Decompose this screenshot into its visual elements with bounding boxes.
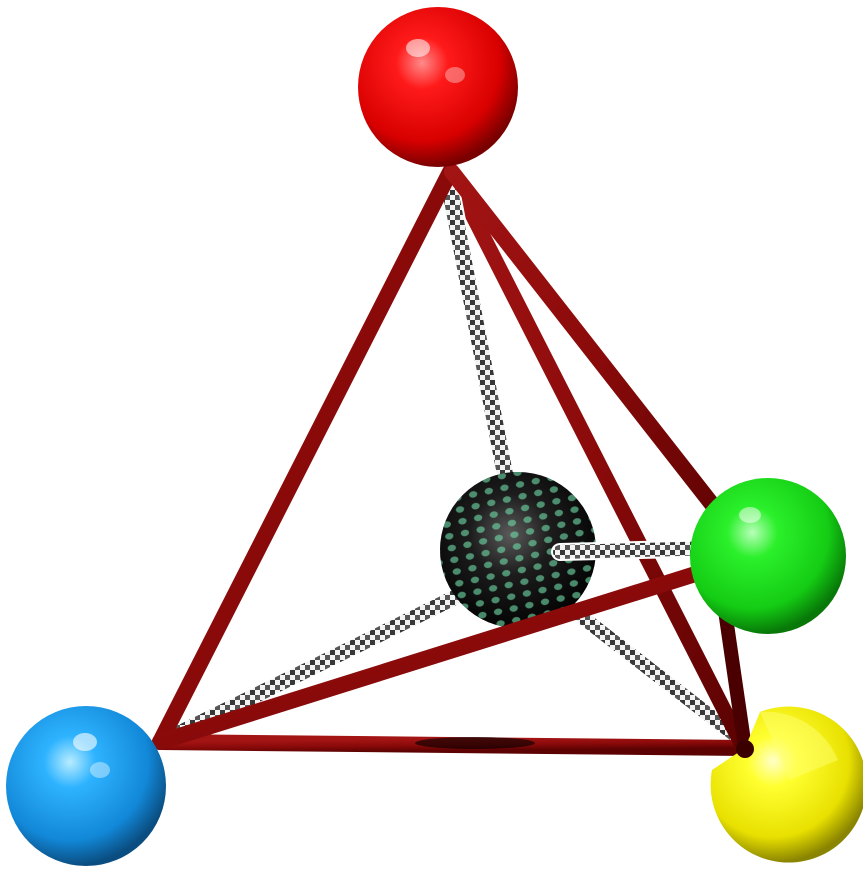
atom-top [358, 7, 518, 167]
atom-left [6, 706, 166, 866]
edge-shadow [415, 737, 535, 749]
atom-right [690, 478, 846, 634]
